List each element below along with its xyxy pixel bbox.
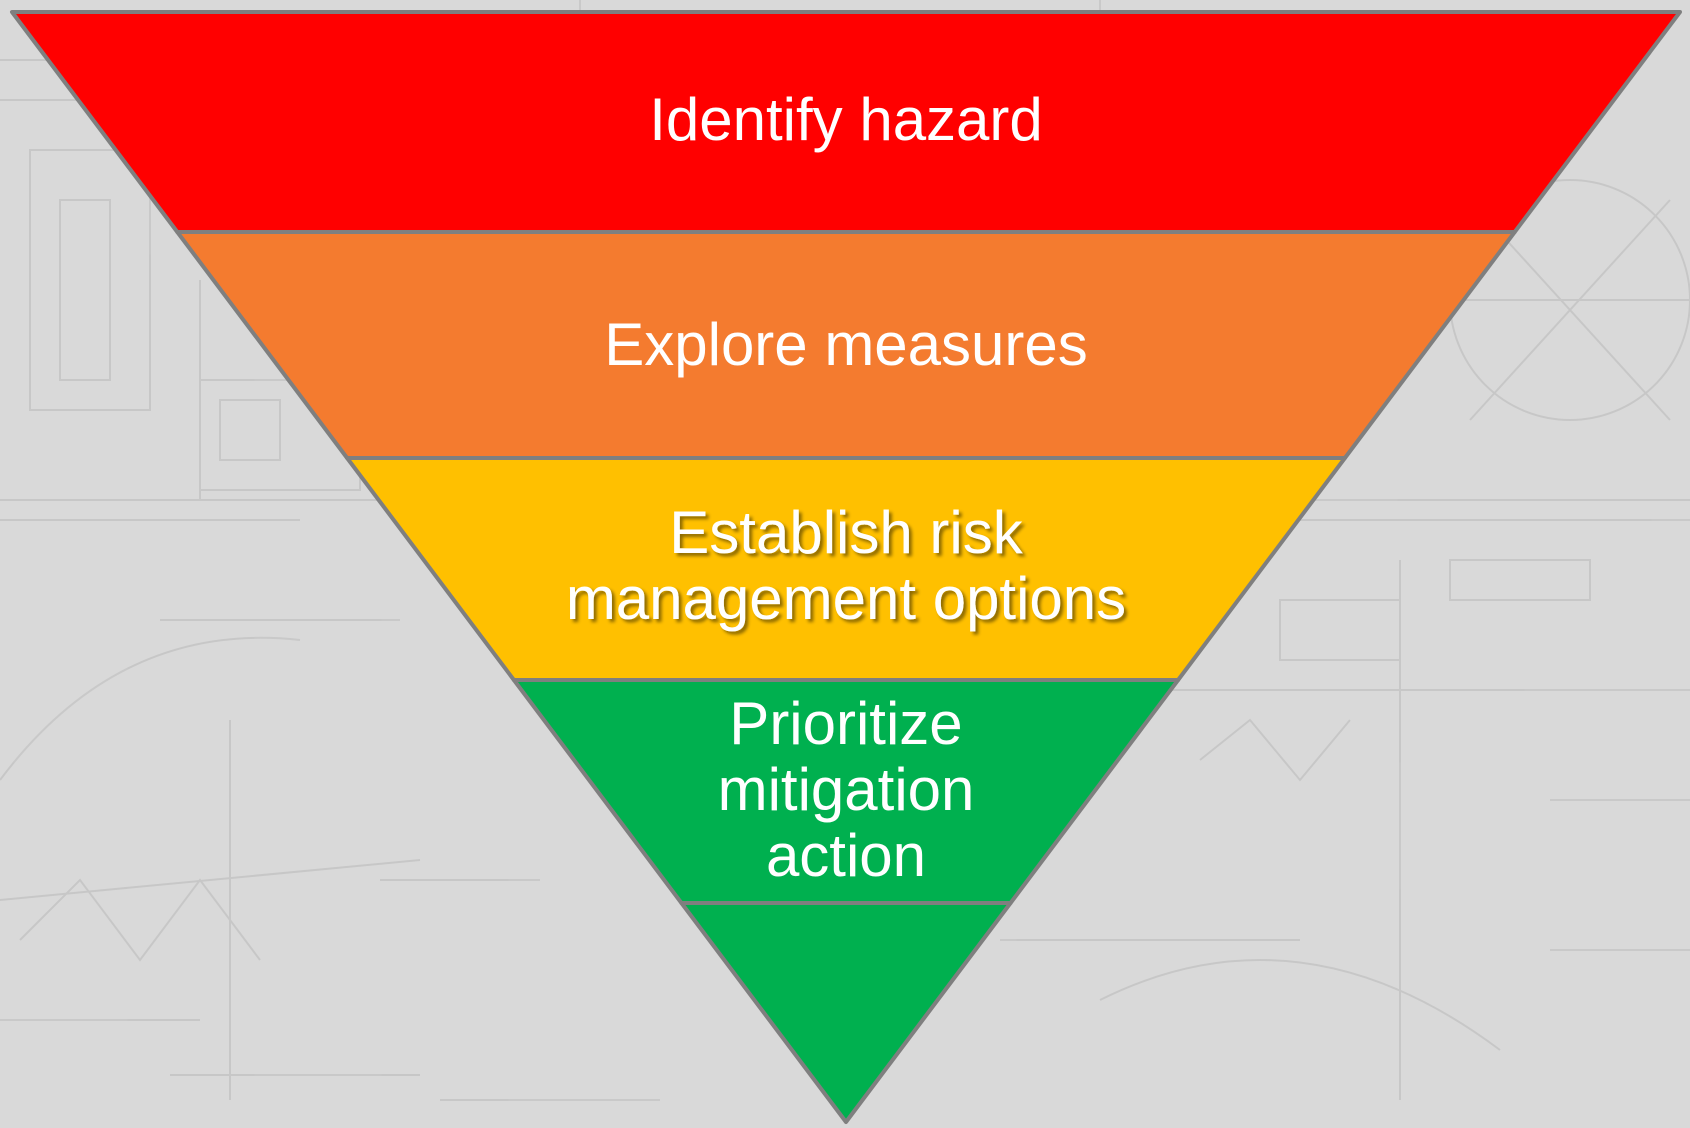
tier-establish-label: Establish risk [669,499,1023,566]
tier-identify-label: Identify hazard [649,86,1043,153]
tier-prioritize-label: mitigation [718,756,975,823]
tier-prioritize-label: action [766,822,926,889]
tier-apex-band [679,901,1013,1124]
tier-explore-label: Explore measures [604,311,1088,378]
tier-prioritize-label: Prioritize [729,690,962,757]
tier-establish-label: management options [566,565,1126,632]
